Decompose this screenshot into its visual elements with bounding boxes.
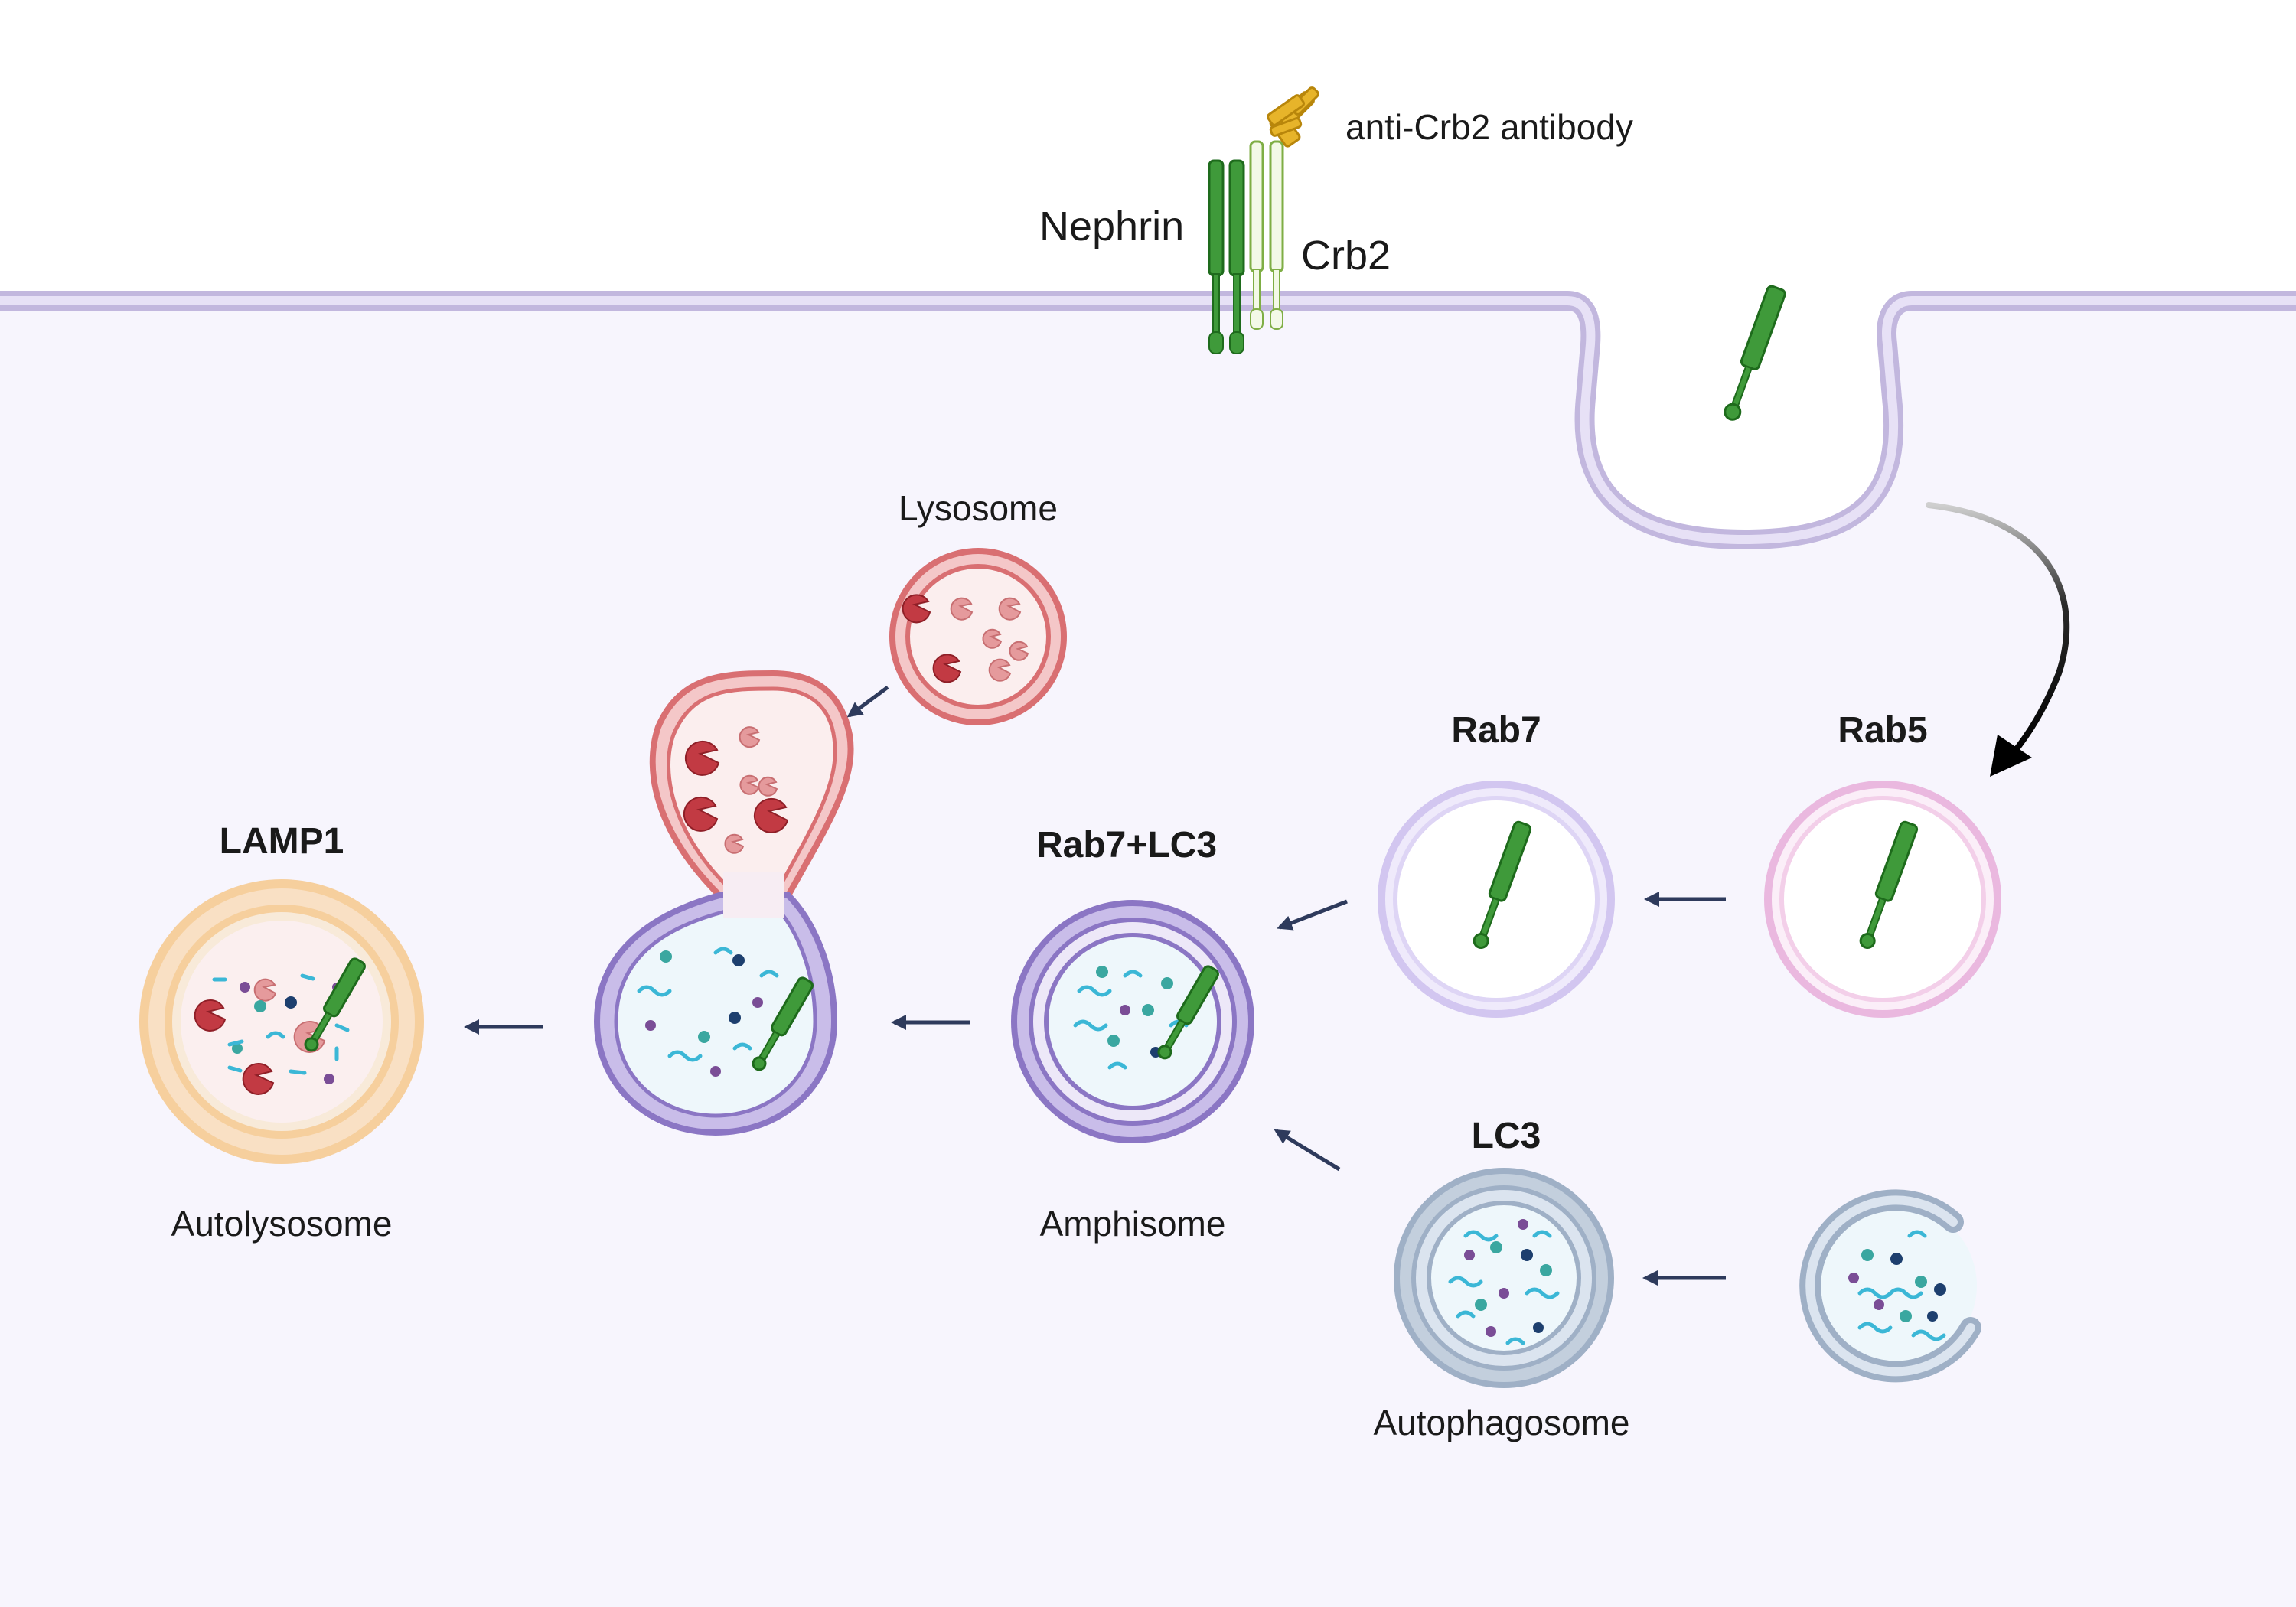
lysozyme-icon bbox=[950, 597, 1029, 682]
antibody-icon bbox=[1267, 86, 1319, 148]
nephrin-label: Nephrin bbox=[1039, 204, 1184, 249]
curved-arrow-head bbox=[1990, 735, 2032, 777]
fusion-vesicle bbox=[593, 670, 854, 1136]
receptor-icon bbox=[1228, 159, 1245, 354]
straight-arrow-icon bbox=[464, 685, 1726, 1286]
crb2-receptor-group bbox=[1249, 140, 1284, 330]
nephrin-receptor-group bbox=[1208, 159, 1245, 354]
anti-crb2-label: anti-Crb2 antibody bbox=[1345, 107, 1633, 147]
autolysosome bbox=[139, 879, 424, 1164]
autolysosome-label: Autolysosome bbox=[171, 1204, 393, 1244]
lysozyme-icon bbox=[724, 726, 778, 854]
pacman-enzyme-icon bbox=[683, 740, 789, 833]
receptor-icon bbox=[1157, 965, 1219, 1060]
pacman-enzyme-icon bbox=[194, 999, 275, 1095]
amphisome-label: Amphisome bbox=[1040, 1204, 1226, 1244]
receptor-icon bbox=[304, 957, 366, 1052]
rab7-label: Rab7 bbox=[1451, 710, 1541, 751]
receptor-icon bbox=[1269, 140, 1284, 330]
lysosome bbox=[889, 548, 1067, 725]
phagophore bbox=[1799, 1189, 1981, 1383]
rab7-endosome bbox=[1378, 781, 1615, 1018]
autophagosome-label: Autophagosome bbox=[1373, 1403, 1629, 1442]
receptor-icon bbox=[1249, 140, 1264, 330]
lc3-label: LC3 bbox=[1472, 1116, 1541, 1156]
rab5-endosome bbox=[1764, 781, 2001, 1018]
receptor-icon bbox=[752, 976, 814, 1071]
crb2-label: Crb2 bbox=[1301, 233, 1391, 279]
pacman-enzyme-icon bbox=[902, 594, 962, 683]
receptor-icon bbox=[1473, 820, 1532, 950]
internalized-receptor bbox=[1724, 285, 1786, 421]
curved-arrow-icon bbox=[1926, 502, 2070, 757]
plasma-membrane-inner bbox=[0, 296, 2296, 544]
lamp1-label: LAMP1 bbox=[220, 821, 344, 862]
rab5-label: Rab5 bbox=[1838, 710, 1927, 751]
cargo-dots bbox=[1848, 1249, 1946, 1322]
receptor-icon bbox=[1208, 159, 1225, 354]
receptor-icon bbox=[1859, 820, 1919, 950]
amphisome bbox=[1011, 900, 1254, 1143]
autophagosome bbox=[1394, 1168, 1614, 1388]
rab7-lc3-label: Rab7+LC3 bbox=[1036, 825, 1217, 865]
lysosome-label: Lysosome bbox=[899, 488, 1058, 528]
